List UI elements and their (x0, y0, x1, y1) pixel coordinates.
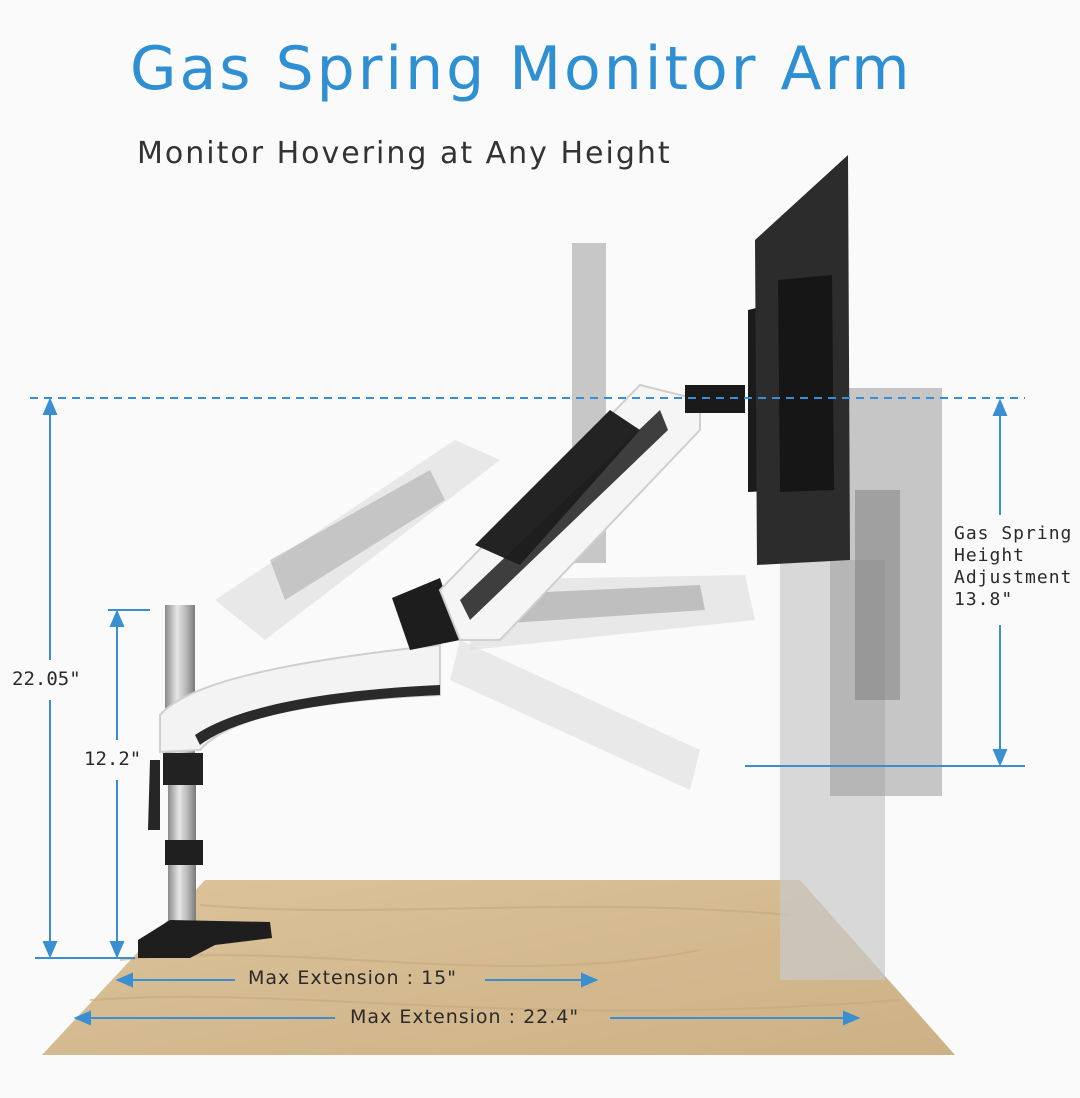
wood-grain (89, 904, 901, 1012)
ghost-arm-low (450, 640, 700, 790)
lock-lever (148, 760, 160, 830)
upper-arm-spring (460, 410, 668, 620)
dimension-lines (30, 397, 1025, 1026)
lower-arm-underside (195, 685, 440, 745)
gas-spring-line-4: 13.8" (954, 589, 1014, 610)
page-title: Gas Spring Monitor Arm (130, 34, 913, 104)
max-height-label: 22.05" (12, 668, 81, 690)
upper-arm-accent (475, 410, 640, 565)
main-monitor-back (778, 275, 834, 492)
gas-spring-line-3: Adjustment (954, 567, 1073, 588)
height-collar (163, 753, 203, 785)
ghost-arm-upper-accent (270, 470, 445, 600)
ghost-monitor-mount (855, 490, 900, 700)
gas-spring-line-1: Gas Spring (954, 523, 1073, 544)
page-subtitle: Monitor Hovering at Any Height (137, 136, 672, 171)
base-height-label: 12.2" (84, 748, 142, 770)
desk-surface (42, 880, 955, 1055)
gas-spring-label: Gas Spring Height Adjustment 13.8" (954, 523, 1072, 611)
max-extension-long-label: Max Extension : 22.4" (350, 1006, 580, 1028)
lower-collar (165, 840, 203, 865)
ghost-arm-upper (215, 440, 500, 640)
desk-clamp-base (138, 920, 272, 958)
gas-spring-line-2: Height (954, 545, 1026, 566)
max-extension-short-label: Max Extension : 15" (248, 967, 457, 989)
